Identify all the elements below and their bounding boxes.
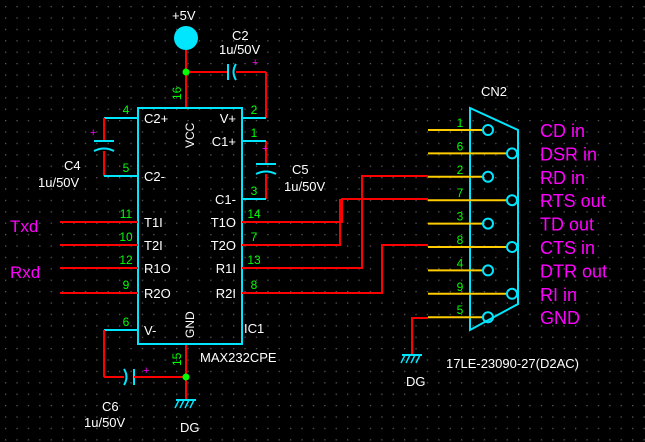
connector-pin-2-number: 2 (457, 163, 464, 177)
ic-pin-c1-name: C1- (215, 192, 236, 207)
ic-pin-c1-number: 3 (251, 184, 258, 198)
ic-pin-c2-number: 4 (123, 103, 130, 117)
ic-ground-label: DG (180, 420, 200, 435)
input-wires (60, 221, 138, 294)
c4-value: 1u/50V (38, 175, 80, 190)
rxd-port-label: Rxd (10, 263, 40, 282)
ic-pin-t1i-number: 11 (120, 207, 133, 221)
connector-ground-icon (400, 354, 422, 364)
ic1-body (137, 107, 243, 345)
connector-pin-8-signal: CTS in (540, 238, 595, 258)
ic-pin-t1o-number: 14 (247, 207, 261, 221)
connector-pin-6-contact (506, 147, 518, 160)
ic-pin-v-name: V- (144, 323, 156, 338)
ic-pin-v-name: V+ (220, 111, 236, 126)
vcc-power-symbol (174, 26, 228, 108)
ic-pin-t2o-name: T2O (211, 238, 236, 253)
c2-value: 1u/50V (219, 42, 261, 57)
ic-pin-v-number: 6 (123, 315, 130, 329)
connector-pin-2-contact (482, 170, 494, 183)
ic-pin-c2-number: 5 (123, 161, 130, 175)
connector-pin-5-signal: GND (540, 308, 580, 328)
c2-ref: C2 (232, 28, 249, 43)
c5-polarity: + (262, 143, 268, 155)
c6-polarity: + (143, 365, 149, 377)
connector-pin-4-number: 4 (457, 256, 464, 270)
ic-pin-r2i-name: R2I (216, 286, 236, 301)
connector-part: 17LE-23090-27(D2AC) (446, 356, 579, 371)
ic-pin-gnd-name: GND (183, 311, 197, 338)
txd-port-label: Txd (10, 217, 38, 236)
db9-connector-shell (469, 106, 519, 332)
connector-pin-4-contact (482, 264, 494, 277)
c6-value: 1u/50V (84, 415, 126, 430)
vcc-label: +5V (172, 8, 196, 23)
connector-ground-label: DG (406, 374, 426, 389)
ic-pin-t2i-number: 10 (119, 230, 133, 244)
ic-pin-c1-number: 1 (251, 126, 258, 140)
ic-pin-c1-name: C1+ (212, 134, 236, 149)
connector-pin-8-contact (506, 241, 518, 253)
c5-ref: C5 (292, 162, 309, 177)
ic-pin-vcc-number: 16 (170, 86, 184, 100)
c5-value: 1u/50V (284, 179, 326, 194)
ic-pin-t1i-name: T1I (144, 215, 163, 230)
ic-pin-t2o-number: 7 (251, 230, 258, 244)
ic-to-connector-wires (242, 175, 428, 355)
ic-pin-r1o-number: 12 (119, 253, 133, 267)
connector-pin-9-signal: RI in (540, 285, 577, 305)
connector-pin-3-number: 3 (457, 210, 464, 224)
ic-pin-t2i-name: T2I (144, 238, 163, 253)
connector-pin-9-number: 9 (457, 280, 464, 294)
connector-pin-9-contact (506, 287, 518, 300)
connector-pin-8-number: 8 (457, 233, 464, 247)
ic-pin-r1i-number: 13 (247, 253, 261, 267)
connector-ref: CN2 (481, 84, 507, 99)
connector-pin-1-contact (482, 124, 494, 136)
connector-pins: 1 CD in 6 DSR in 2 RD in 7 RTS out 3 TD out 8 CTS i… (428, 116, 607, 328)
connector-pin-3-contact (482, 217, 494, 230)
ic-pin-vcc-name: VCC (183, 122, 197, 148)
connector-pin-6-number: 6 (457, 139, 464, 153)
connector-pin-7-number: 7 (457, 186, 464, 200)
ic-pin-t1o-name: T1O (211, 215, 236, 230)
ic-pin-r2o-number: 9 (123, 278, 130, 292)
ic-pin-c2-name: C2- (144, 169, 165, 184)
ic1-part: MAX232CPE (200, 350, 277, 365)
connector-pin-1-signal: CD in (540, 121, 585, 141)
ic-pin-r1o-name: R1O (144, 261, 171, 276)
connector-pin-7-signal: RTS out (540, 191, 606, 211)
connector-pin-4-signal: DTR out (540, 261, 607, 281)
connector-pin-5-contact (482, 311, 494, 324)
connector-pin-5-number: 5 (457, 303, 464, 317)
c6-ref: C6 (102, 399, 119, 414)
c4-polarity: + (90, 127, 96, 139)
ic-pin-r1i-name: R1I (216, 261, 236, 276)
connector-pin-6-signal: DSR in (540, 144, 597, 164)
c4-ref: C4 (64, 158, 81, 173)
connector-pin-7-contact (506, 194, 518, 207)
ic-pin-gnd-number: 15 (170, 352, 184, 366)
connector-pin-2-signal: RD in (540, 168, 585, 188)
ic-pin-r2o-name: R2O (144, 286, 171, 301)
connector-pin-3-signal: TD out (540, 215, 594, 235)
ic1-ref: IC1 (244, 321, 264, 336)
connector-pin-1-number: 1 (457, 116, 464, 130)
ic-ground-icon (174, 399, 196, 409)
c2-polarity: + (252, 57, 258, 69)
ic-pin-c2-name: C2+ (144, 111, 168, 126)
ic-pin-v-number: 2 (251, 103, 258, 117)
ic-pin-r2i-number: 8 (251, 278, 258, 292)
